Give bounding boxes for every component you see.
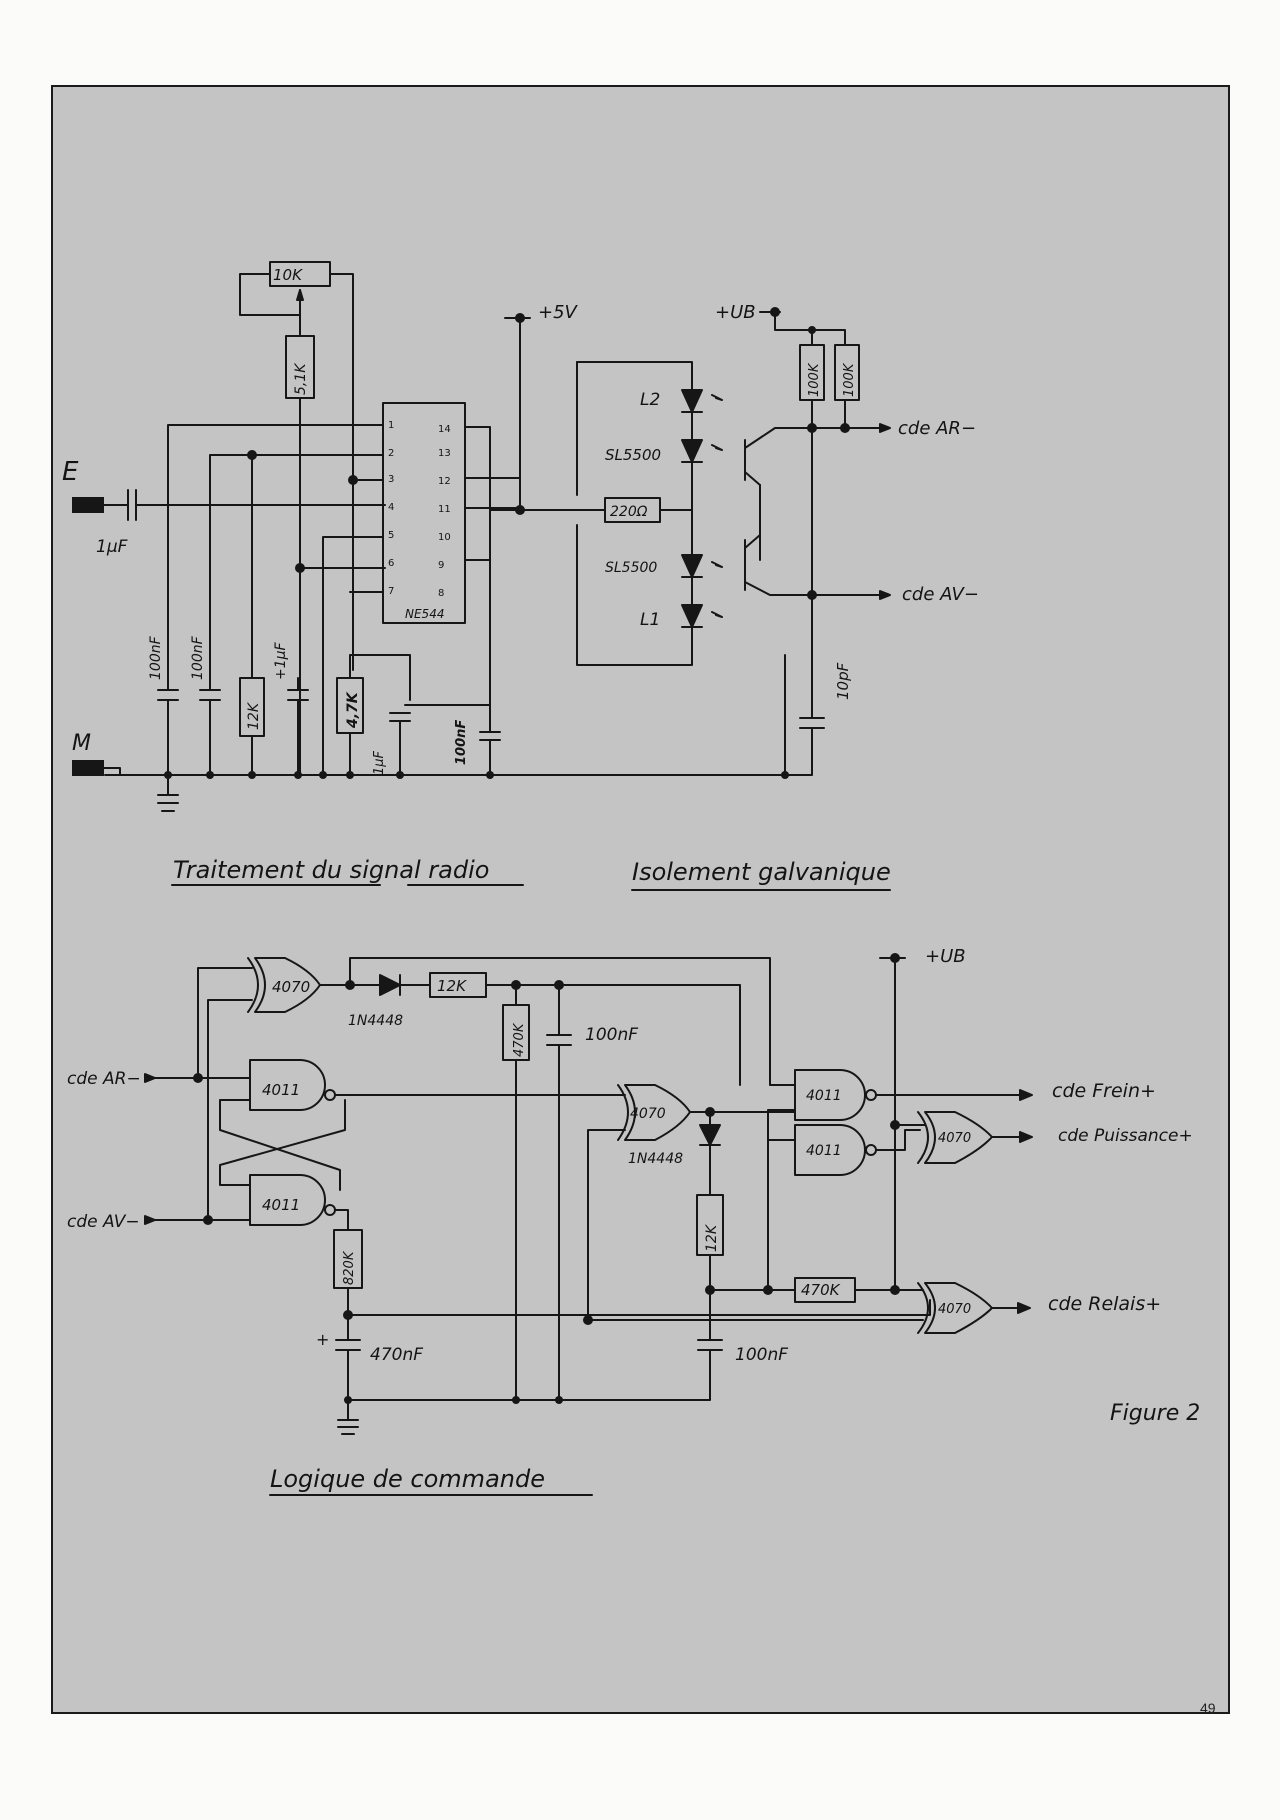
figure-frame <box>51 85 1230 1714</box>
signal-section <box>72 261 891 812</box>
label-g4011c: 4011 <box>806 1088 842 1104</box>
label-r220: 220Ω <box>610 504 648 520</box>
svg-text:7: 7 <box>388 586 394 597</box>
label-g4011d: 4011 <box>806 1143 842 1159</box>
label-out-av: cde AV− <box>902 584 979 605</box>
label-out-relais: cde Relais+ <box>1048 1293 1161 1315</box>
label-g4070a: 4070 <box>272 978 310 996</box>
label-g4070d: 4070 <box>938 1302 971 1317</box>
logic-section <box>144 953 1033 1435</box>
label-c100nf-b: 100nF <box>190 635 206 680</box>
label-r12a: 12K <box>246 701 262 730</box>
label-d2: 1N4448 <box>628 1151 683 1167</box>
label-r12b: 12K <box>437 977 467 995</box>
label-ub: +UB <box>715 302 756 323</box>
label-c470: 470nF <box>370 1345 423 1365</box>
label-r470k-a: 470K <box>512 1022 527 1057</box>
label-r470k-b: 470K <box>801 1281 841 1299</box>
svg-text:6: 6 <box>388 558 394 569</box>
label-c100nf-c: 100nF <box>454 720 469 765</box>
label-g4070c: 4070 <box>938 1131 971 1146</box>
ic-pins: 1 2 3 4 5 6 7 14 13 12 11 10 9 8 <box>388 420 451 599</box>
svg-text:1: 1 <box>388 420 394 431</box>
label-ic-name: NE544 <box>405 607 444 621</box>
svg-text:2: 2 <box>388 448 394 459</box>
label-c100nf-d: 100nF <box>585 1025 638 1045</box>
label-c1uf-c: 1µF <box>372 750 387 775</box>
label-d1: 1N4448 <box>348 1013 403 1029</box>
svg-text:10: 10 <box>438 532 451 543</box>
label-c470-plus: + <box>316 1330 329 1349</box>
label-ub2: +UB <box>925 946 966 967</box>
svg-text:13: 13 <box>438 448 451 459</box>
label-r820: 820K <box>342 1250 357 1285</box>
label-in-av: cde AV− <box>67 1212 140 1232</box>
label-pot: 10K <box>273 266 303 284</box>
label-r51: 5,1K <box>293 362 309 395</box>
svg-text:4: 4 <box>388 502 394 513</box>
label-g4011a: 4011 <box>262 1081 300 1099</box>
page-number: 49 <box>1200 1700 1216 1716</box>
svg-text:5: 5 <box>388 530 394 541</box>
label-r12c: 12K <box>704 1223 720 1252</box>
label-r100k-a: 100K <box>807 362 822 397</box>
label-c1uf-b: +1µF <box>273 641 289 680</box>
section-title-signal: Traitement du signal radio <box>173 856 489 884</box>
label-out-puissance: cde Puissance+ <box>1058 1126 1193 1146</box>
label-in-ar: cde AR− <box>67 1069 141 1089</box>
svg-text:3: 3 <box>388 474 394 485</box>
label-c10pf: 10pF <box>834 662 852 700</box>
label-r47: 4,7K <box>345 691 361 729</box>
section-title-isolation: Isolement galvanique <box>632 858 891 886</box>
label-out-frein: cde Frein+ <box>1052 1080 1156 1102</box>
label-c100nf-e: 100nF <box>735 1345 788 1365</box>
label-sl2: SL5500 <box>605 560 657 576</box>
label-out-ar: cde AR− <box>898 418 976 439</box>
label-m: M <box>72 731 91 756</box>
label-r100k-b: 100K <box>842 362 857 397</box>
label-c1uf-in: 1µF <box>96 537 128 557</box>
label-g4070b: 4070 <box>630 1106 666 1122</box>
svg-text:8: 8 <box>438 588 444 599</box>
label-led2: L2 <box>640 390 660 410</box>
label-5v: +5V <box>538 302 579 323</box>
figure-label: Figure 2 <box>1110 1401 1200 1426</box>
label-led1: L1 <box>640 610 660 630</box>
svg-text:11: 11 <box>438 504 451 515</box>
label-e: E <box>62 457 79 487</box>
label-g4011b: 4011 <box>262 1196 300 1214</box>
label-sl1: SL5500 <box>605 446 661 464</box>
svg-text:12: 12 <box>438 476 451 487</box>
svg-text:9: 9 <box>438 560 444 571</box>
label-c100nf-a: 100nF <box>148 635 164 680</box>
svg-text:14: 14 <box>438 424 451 435</box>
section-title-logic: Logique de commande <box>270 1465 545 1493</box>
underlines <box>171 884 891 1496</box>
